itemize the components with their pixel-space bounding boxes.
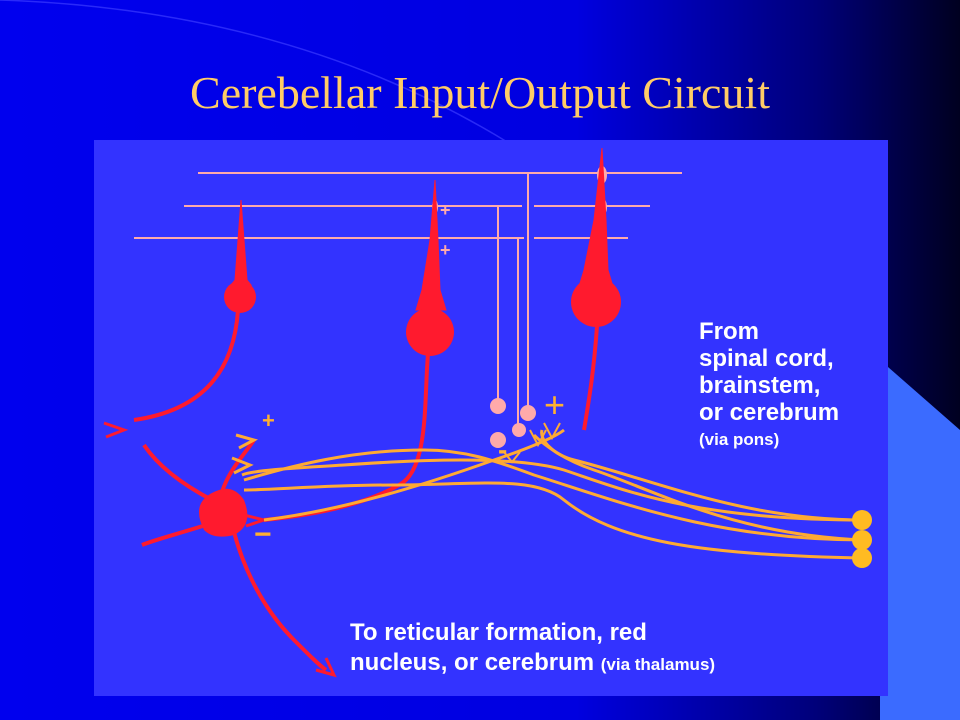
circuit-diagram (103, 147, 872, 678)
granule-cell-1 (490, 398, 506, 414)
output-target-label: To reticular formation, red nucleus, or … (350, 618, 715, 680)
granule-cell-2 (520, 405, 536, 421)
diagram-panel: + + + + - − From spinal cord, brainstem,… (94, 140, 888, 696)
purkinje-cells (103, 147, 621, 522)
purkinje-1-axon (133, 309, 240, 422)
input-neuron-2 (852, 530, 872, 550)
purkinje-3-soma (571, 277, 621, 327)
slide-title: Cerebellar Input/Output Circuit (190, 67, 770, 118)
mossy-terminal-5 (503, 451, 521, 464)
mossy-terminal-3 (529, 429, 547, 448)
excitatory-sign-3: + (262, 408, 275, 433)
output-label-line2-small: (via thalamus) (600, 655, 716, 674)
purkinje-2-axon (263, 353, 430, 522)
input-label-line5: (via pons) (699, 430, 780, 449)
granule-cell-3 (490, 432, 506, 448)
input-label-line2: spinal cord, (699, 345, 834, 372)
input-label-line4: or cerebrum (699, 399, 840, 426)
input-neurons (852, 510, 872, 568)
excitatory-sign-large: + (544, 384, 566, 425)
output-arrowhead (315, 657, 337, 678)
nucleus-output-axon (232, 531, 328, 672)
output-label-line2: nucleus, or cerebrum (via thalamus) (350, 648, 715, 680)
mossy-fiber-1 (241, 458, 865, 522)
mossy-fiber-3 (243, 481, 865, 560)
mossy-fibers (231, 422, 865, 560)
mossy-terminal-1 (235, 433, 259, 450)
inhibitory-sign-granule: - (498, 434, 508, 465)
input-label-line1: From (699, 318, 759, 345)
purkinje-1-dendrite (229, 199, 253, 286)
granule-cell-4 (512, 423, 526, 437)
purkinje-3-axon (582, 325, 599, 431)
mossy-collateral (263, 428, 565, 522)
purkinje-1-terminal (103, 421, 129, 439)
output-label-line2-main: nucleus, or cerebrum (350, 649, 595, 676)
input-neuron-3 (852, 548, 872, 568)
input-neuron-1 (852, 510, 872, 530)
mossy-terminal-4 (543, 422, 561, 441)
purkinje-3-dendrite (577, 147, 615, 291)
deep-nucleus-neuron (141, 438, 337, 678)
mossy-branch-2 (532, 433, 865, 542)
purkinje-1-soma (224, 281, 256, 313)
mossy-terminal-2 (231, 456, 254, 475)
output-label-line1: To reticular formation, red (350, 619, 647, 646)
input-source-label: From spinal cord, brainstem, or cerebrum… (699, 318, 839, 453)
inhibitory-sign-nucleus: − (254, 518, 272, 551)
input-label-line3: brainstem, (699, 372, 821, 399)
purkinje-2-soma (406, 308, 454, 356)
excitatory-sign-1: + (440, 200, 451, 220)
mossy-fiber-2 (243, 448, 865, 542)
excitatory-sign-2: + (440, 240, 451, 260)
